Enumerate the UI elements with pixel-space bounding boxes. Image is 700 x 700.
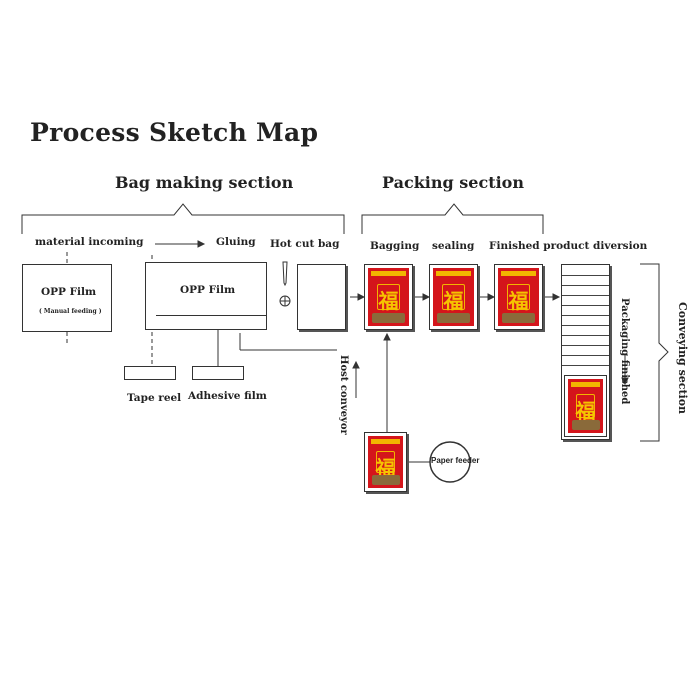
finished-stack: 福	[561, 264, 610, 440]
adhesive-film-label: Adhesive film	[188, 390, 267, 402]
page-title: Process Sketch Map	[30, 118, 319, 147]
conveying-section-label: Conveying section	[676, 302, 689, 415]
paper-feeder-label: Paper feeder	[431, 456, 480, 465]
adhesive-tray-box	[192, 366, 244, 380]
packing-bracket	[361, 203, 544, 234]
tape-reel-label: Tape reel	[127, 392, 182, 404]
hot-cut-bag-label: Hot cut bag	[270, 238, 340, 250]
opp-film-label-1: OPP Film	[41, 286, 97, 298]
material-incoming-label: material incoming	[35, 236, 144, 248]
opp-film-label-2: OPP Film	[180, 284, 236, 296]
hot-cut-bag-box	[297, 264, 346, 330]
bagging-package: 福	[364, 264, 413, 330]
film-strip-line	[156, 315, 266, 316]
sealing-label: sealing	[432, 240, 475, 252]
manual-feeding-label: ( Manual feeding )	[39, 308, 102, 315]
bag-making-bracket	[21, 203, 345, 234]
tape-reel-box	[124, 366, 176, 380]
finished-package: 福	[494, 264, 543, 330]
opp-film-gluing-box: OPP Film	[145, 262, 267, 330]
sealing-package: 福	[429, 264, 478, 330]
finished-diversion-label: Finished product diversion	[489, 240, 648, 252]
paper-feeder-package: 福	[364, 432, 407, 492]
conveying-bracket	[640, 263, 669, 442]
stack-top-package: 福	[564, 375, 607, 437]
gluing-label: Gluing	[216, 236, 256, 248]
packaging-finished-label: Packaging finished	[619, 298, 630, 405]
bag-making-section-label: Bag making section	[115, 173, 294, 192]
packing-section-label: Packing section	[382, 173, 524, 192]
opp-film-manual-box: OPP Film ( Manual feeding )	[22, 264, 112, 332]
bagging-label: Bagging	[370, 240, 420, 252]
host-conveyor-label: Host conveyor	[338, 355, 349, 435]
